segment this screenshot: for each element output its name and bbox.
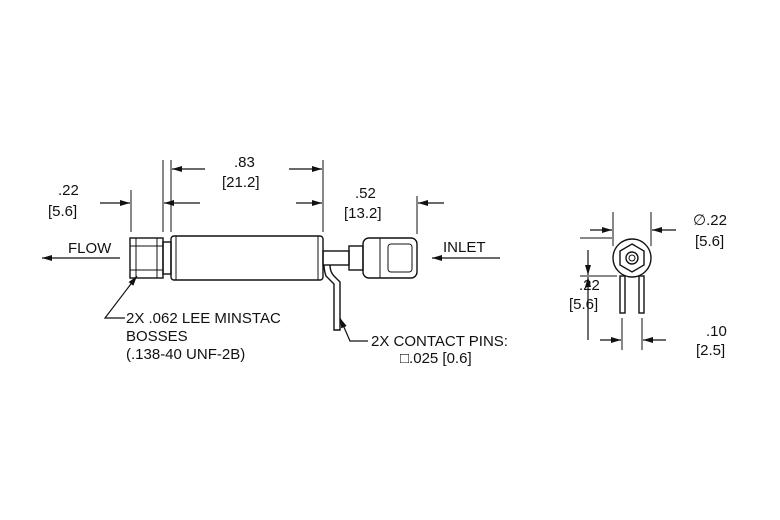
dim-connector-length-in: .52 xyxy=(355,185,376,202)
dim-pin-spacing: .10 [2.5] xyxy=(600,318,727,359)
pins-line1: 2X CONTACT PINS: xyxy=(371,333,508,350)
dim-end-diameter-in: ∅.22 xyxy=(693,212,727,229)
dim-connector-length-mm: [13.2] xyxy=(344,205,382,222)
bosses-line2: BOSSES xyxy=(126,328,188,345)
inlet-label: INLET xyxy=(443,239,486,256)
dim-end-height: .22 [5.6] xyxy=(569,237,617,340)
dim-pin-spacing-in: .10 xyxy=(706,323,727,340)
dim-end-diameter-mm: [5.6] xyxy=(695,233,724,250)
contact-pin xyxy=(323,264,341,331)
inlet-connector xyxy=(322,237,418,279)
flow-label: FLOW xyxy=(68,240,112,257)
dim-body-length-in: .83 xyxy=(234,154,255,171)
side-view: FLOW INLET .22 [5.6] .83 [21.2] xyxy=(42,154,508,367)
dim-boss-length-mm: [5.6] xyxy=(48,203,77,220)
dim-body-length-mm: [21.2] xyxy=(222,174,260,191)
dim-body-length: .83 [21.2] xyxy=(170,154,324,232)
pins-callout: 2X CONTACT PINS: □.025 [0.6] xyxy=(339,317,508,367)
end-view: .22 [5.6] ∅.22 [5.6] .10 [2.5] xyxy=(569,212,727,359)
hex-outline xyxy=(619,243,645,273)
dim-connector-length: .52 [13.2] xyxy=(296,185,444,234)
bosses-line3: (.138-40 UNF-2B) xyxy=(126,346,245,363)
dim-pin-spacing-mm: [2.5] xyxy=(696,342,725,359)
bosses-callout: 2X .062 LEE MINSTAC BOSSES (.138-40 UNF-… xyxy=(103,275,281,363)
end-view-pin-right xyxy=(638,275,645,314)
dim-boss-length: .22 [5.6] xyxy=(48,182,132,232)
boss-hex-fitting xyxy=(129,237,172,279)
valve-body xyxy=(170,235,324,281)
dim-boss-length-in: .22 xyxy=(58,182,79,199)
pins-line2: □.025 [0.6] xyxy=(400,350,472,367)
dim-boss-right xyxy=(162,160,200,232)
dim-end-height-mm: [5.6] xyxy=(569,296,598,313)
end-view-pin-left xyxy=(619,275,626,314)
dim-end-diameter: ∅.22 [5.6] xyxy=(590,212,727,250)
bosses-line1: 2X .062 LEE MINSTAC xyxy=(126,310,281,327)
dim-end-height-in: .22 xyxy=(579,277,600,294)
